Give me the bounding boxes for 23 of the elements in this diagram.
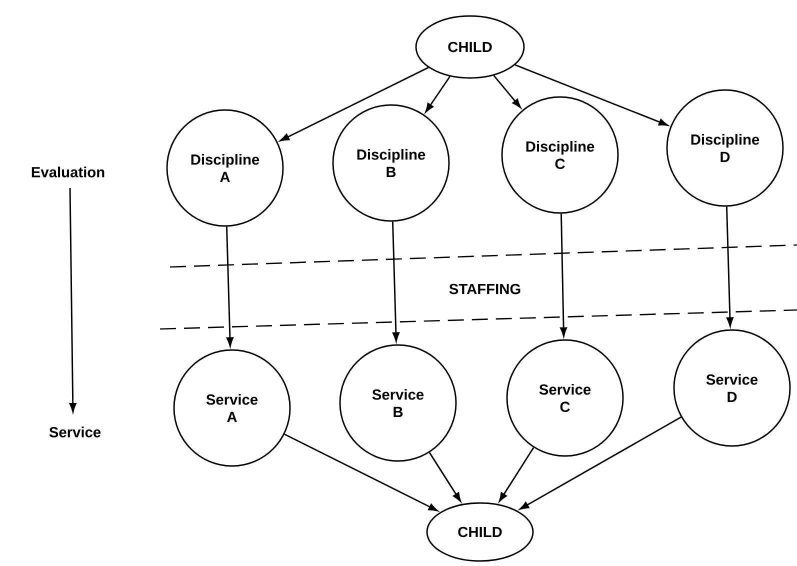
axis-label: Evaluation — [32, 166, 104, 178]
axis-label: Service — [49, 426, 101, 438]
circle-node: Discipline C — [501, 96, 619, 214]
arrow — [560, 214, 568, 337]
circle-node: Discipline A — [166, 109, 284, 227]
arrow — [280, 66, 429, 142]
arrow — [425, 76, 450, 112]
arrow — [520, 416, 682, 510]
arrow — [284, 434, 438, 512]
band-label: STAFFING — [449, 284, 520, 294]
arrow — [493, 75, 521, 108]
arrow — [498, 447, 534, 502]
arrow — [428, 452, 462, 502]
arrow — [226, 226, 234, 347]
circle-node: Service B — [339, 344, 457, 462]
arrow — [392, 222, 400, 342]
circle-node: Service A — [173, 349, 291, 467]
circle-node: Service C — [506, 339, 624, 457]
circle-node: Discipline D — [666, 89, 784, 207]
circle-node: Discipline B — [332, 104, 450, 222]
arrow — [726, 206, 734, 327]
circle-node: Service D — [673, 329, 791, 447]
arrow — [514, 64, 668, 126]
